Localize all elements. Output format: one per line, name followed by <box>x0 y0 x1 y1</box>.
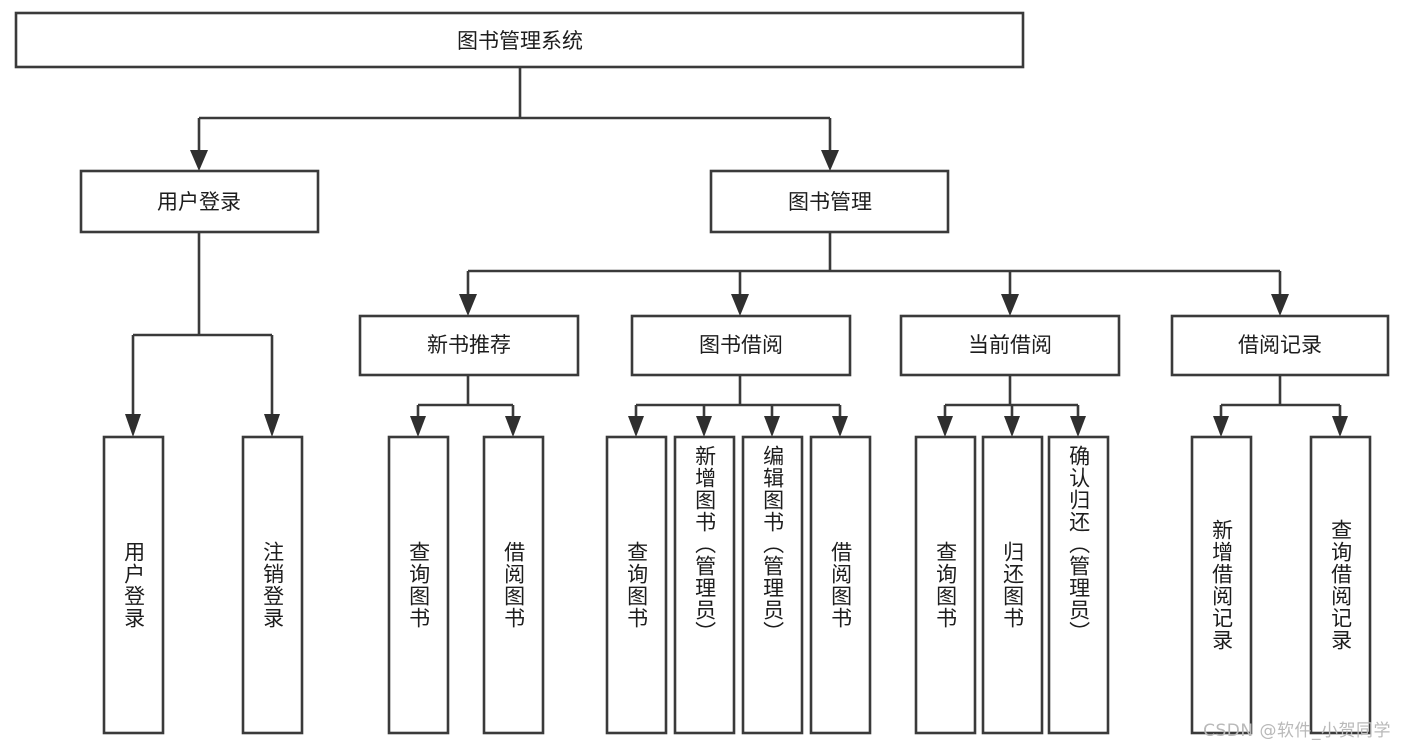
node-current-borrow-box[interactable] <box>899 314 1121 377</box>
node-borrow-record[interactable]: 借阅记录 <box>1170 314 1390 377</box>
leaf-query-book-1-box[interactable] <box>387 435 450 735</box>
leaf-query-book-2-box[interactable] <box>605 435 668 735</box>
node-user-login-label: 用户登录 <box>157 190 241 214</box>
arrowhead-book-manage <box>821 150 839 171</box>
arrowhead-leaf-borrow-book-1 <box>505 416 521 437</box>
connector-group-book-manage <box>459 232 1289 316</box>
node-book-manage-box[interactable] <box>709 169 950 234</box>
node-book-borrow[interactable]: 图书借阅 <box>630 314 852 377</box>
connector-group-user-login <box>125 232 280 437</box>
arrowhead-leaf-return-book <box>1004 416 1020 437</box>
node-borrow-record-label: 借阅记录 <box>1238 333 1322 357</box>
arrowhead-leaf-edit-book <box>764 416 780 437</box>
node-book-borrow-box[interactable] <box>630 314 852 377</box>
arrowhead-new-book-recommend <box>459 294 477 316</box>
node-book-manage-label: 图书管理 <box>788 190 872 214</box>
arrowhead-leaf-query-book-3 <box>937 416 953 437</box>
leaf-query-book-3-box[interactable] <box>914 435 977 735</box>
arrowhead-leaf-add-record <box>1213 416 1229 437</box>
arrowhead-current-borrow <box>1001 294 1019 316</box>
leaf-borrow-book-2-box[interactable] <box>809 435 872 735</box>
leaf-confirm-return-box[interactable] <box>1047 435 1110 735</box>
arrowhead-leaf-user-login <box>125 414 141 437</box>
leaf-boxes-user-login <box>102 435 304 735</box>
node-book-manage[interactable]: 图书管理 <box>709 169 950 234</box>
arrowhead-leaf-user-logout <box>264 414 280 437</box>
node-book-borrow-label: 图书借阅 <box>699 333 783 357</box>
connector-group-current-borrow <box>937 375 1086 437</box>
node-root-box[interactable] <box>14 11 1025 69</box>
connector-group-borrow-record <box>1213 375 1348 437</box>
node-borrow-record-box[interactable] <box>1170 314 1390 377</box>
leaf-add-record-box[interactable] <box>1190 435 1253 735</box>
connector-group-book-borrow <box>628 375 848 437</box>
arrowhead-leaf-query-book-2 <box>628 416 644 437</box>
node-new-book-recommend[interactable]: 新书推荐 <box>358 314 580 377</box>
arrowhead-user-login <box>190 150 208 171</box>
arrowhead-leaf-query-book-1 <box>410 416 426 437</box>
arrowhead-leaf-add-book <box>696 416 712 437</box>
leaf-borrow-book-1-box[interactable] <box>482 435 545 735</box>
leaf-user-login-box[interactable] <box>102 435 165 735</box>
leaf-return-book-box[interactable] <box>981 435 1044 735</box>
node-new-book-recommend-box[interactable] <box>358 314 580 377</box>
node-user-login-box[interactable] <box>79 169 320 234</box>
connector-group-root <box>190 67 839 171</box>
leaf-boxes-book-borrow <box>605 435 872 735</box>
node-root-label: 图书管理系统 <box>457 29 583 53</box>
leaf-query-record-box[interactable] <box>1309 435 1372 735</box>
arrowhead-leaf-query-record <box>1332 416 1348 437</box>
arrowhead-leaf-borrow-book-2 <box>832 416 848 437</box>
arrowhead-borrow-record <box>1271 294 1289 316</box>
arrowhead-leaf-confirm-return <box>1070 416 1086 437</box>
leaf-boxes-borrow-record <box>1190 435 1372 735</box>
node-current-borrow-label: 当前借阅 <box>968 333 1052 357</box>
csdn-watermark: CSDN @软件_小贺同学 <box>1203 721 1391 741</box>
leaf-user-logout-box[interactable] <box>241 435 304 735</box>
leaf-boxes-current-borrow <box>914 435 1110 735</box>
arrowhead-book-borrow <box>731 294 749 316</box>
leaf-boxes-new-book-recommend <box>387 435 545 735</box>
node-root[interactable]: 图书管理系统 <box>14 11 1025 69</box>
leaf-edit-book-box[interactable] <box>741 435 804 735</box>
leaf-add-book-box[interactable] <box>673 435 736 735</box>
node-new-book-recommend-label: 新书推荐 <box>427 333 511 357</box>
node-current-borrow[interactable]: 当前借阅 <box>899 314 1121 377</box>
node-user-login[interactable]: 用户登录 <box>79 169 320 234</box>
connector-group-new-book-recommend <box>410 375 521 437</box>
